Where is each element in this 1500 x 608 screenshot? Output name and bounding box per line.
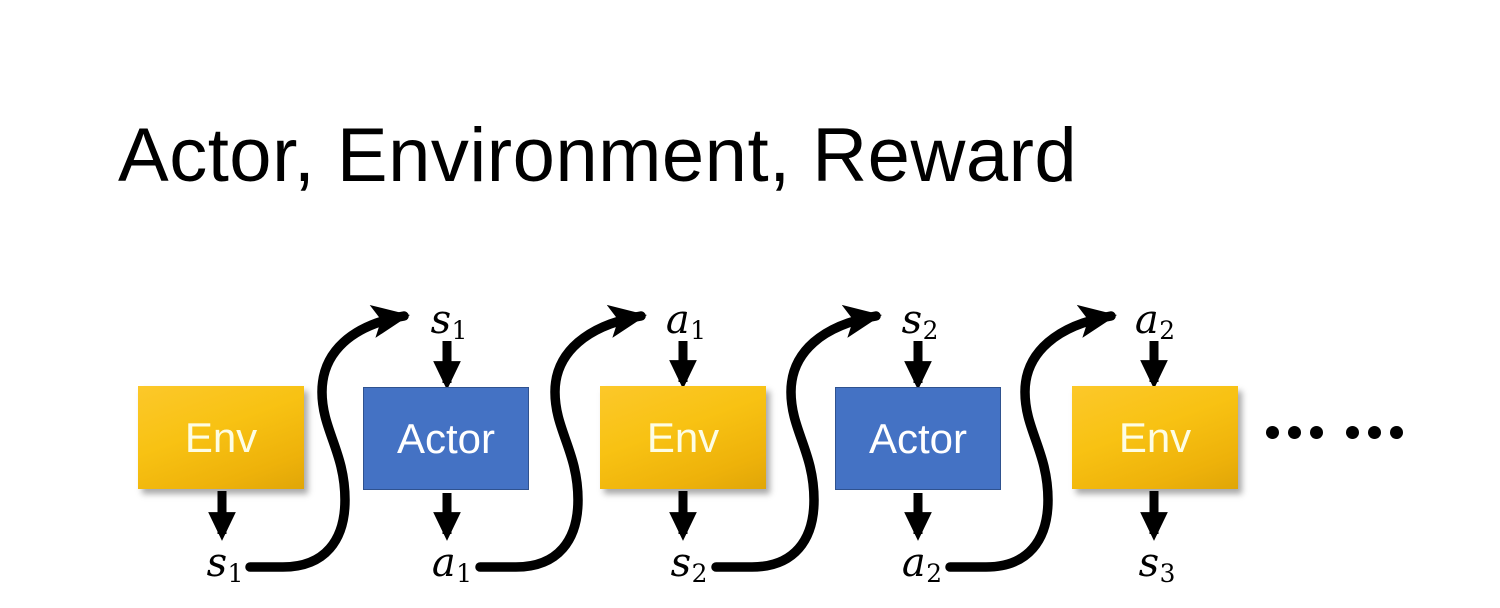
ellipsis-dot bbox=[1390, 426, 1403, 439]
node-env-1[interactable]: Env bbox=[138, 386, 304, 489]
subscript: 2 bbox=[691, 559, 708, 589]
symbol: s bbox=[670, 540, 692, 586]
subscript: 2 bbox=[922, 316, 939, 346]
symbol: a bbox=[901, 540, 926, 586]
node-label: Env bbox=[646, 413, 720, 461]
ellipsis-dot bbox=[1266, 426, 1279, 439]
label-action-a2-bottom: a2 bbox=[901, 540, 942, 586]
ellipsis-continuation bbox=[1266, 426, 1403, 439]
label-state-s1-top: s1 bbox=[430, 297, 468, 343]
symbol: s bbox=[1138, 540, 1160, 586]
symbol: s bbox=[901, 297, 923, 343]
ellipsis-dot bbox=[1346, 426, 1359, 439]
label-action-a1-bottom: a1 bbox=[431, 540, 472, 586]
label-state-s2-bottom: s2 bbox=[670, 540, 708, 586]
subscript: 1 bbox=[456, 559, 473, 589]
node-env-2[interactable]: Env bbox=[600, 386, 766, 489]
label-state-s3-bottom: s3 bbox=[1138, 540, 1176, 586]
subscript: 1 bbox=[227, 559, 244, 589]
symbol: a bbox=[665, 297, 690, 343]
page-title: Actor, Environment, Reward bbox=[118, 113, 1078, 198]
node-label: Actor bbox=[396, 414, 496, 462]
node-env-3[interactable]: Env bbox=[1072, 386, 1238, 489]
symbol: a bbox=[1134, 297, 1159, 343]
symbol: s bbox=[430, 297, 452, 343]
ellipsis-dot bbox=[1368, 426, 1381, 439]
subscript: 2 bbox=[926, 559, 943, 589]
subscript: 1 bbox=[451, 316, 468, 346]
subscript: 3 bbox=[1159, 559, 1176, 589]
node-actor-1[interactable]: Actor bbox=[363, 387, 529, 490]
node-label: Env bbox=[1118, 413, 1192, 461]
ellipsis-group-gap bbox=[1332, 432, 1337, 433]
node-label: Env bbox=[184, 413, 258, 461]
subscript: 2 bbox=[1159, 316, 1176, 346]
label-state-s2-top: s2 bbox=[901, 297, 939, 343]
symbol: s bbox=[206, 540, 228, 586]
ellipsis-dot bbox=[1310, 426, 1323, 439]
label-state-s1-bottom: s1 bbox=[206, 540, 244, 586]
node-label: Actor bbox=[868, 414, 968, 462]
ellipsis-dot bbox=[1288, 426, 1301, 439]
node-actor-2[interactable]: Actor bbox=[835, 387, 1001, 490]
subscript: 1 bbox=[690, 316, 707, 346]
symbol: a bbox=[431, 540, 456, 586]
label-action-a2-top: a2 bbox=[1134, 297, 1175, 343]
label-action-a1-top: a1 bbox=[665, 297, 706, 343]
